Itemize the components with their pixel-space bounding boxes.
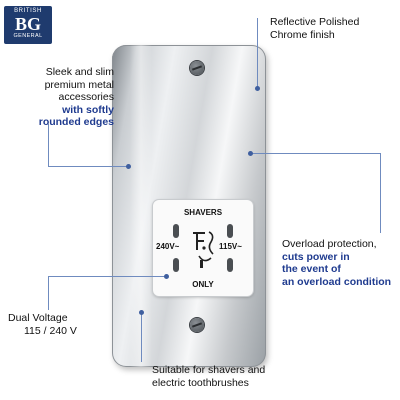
leader-dot bbox=[255, 86, 260, 91]
leader-line bbox=[48, 124, 49, 166]
socket-slot bbox=[173, 258, 179, 272]
socket-top-label: SHAVERS bbox=[183, 208, 223, 217]
logo-mark: BG bbox=[14, 14, 41, 34]
leader-line bbox=[48, 276, 49, 310]
plate-sheen bbox=[130, 45, 152, 367]
leader-line bbox=[380, 153, 381, 233]
socket-slot bbox=[227, 224, 233, 238]
socket-bottom-label: ONLY bbox=[192, 280, 214, 289]
leader-line bbox=[250, 153, 380, 154]
leader-line bbox=[257, 18, 258, 88]
socket-left-voltage: 240V~ bbox=[156, 242, 180, 251]
leader-dot bbox=[164, 274, 169, 279]
leader-line bbox=[48, 276, 166, 277]
callout-finish: Reflective Polished Chrome finish bbox=[270, 16, 360, 41]
shaver-socket: SHAVERS ONLY 240V~ 115V~ bbox=[153, 200, 253, 296]
callout-suitable: Suitable for shavers and electric toothb… bbox=[152, 364, 266, 389]
logo-top-text: BRITISH bbox=[14, 8, 42, 14]
callout-voltage: Dual Voltage 115 / 240 V bbox=[8, 312, 77, 337]
top-screw-icon bbox=[190, 61, 204, 75]
leader-dot bbox=[126, 164, 131, 169]
leader-line bbox=[48, 166, 128, 167]
socket-right-voltage: 115V~ bbox=[219, 242, 242, 251]
logo-bottom-text: GENERAL bbox=[13, 33, 43, 39]
socket-slot bbox=[173, 224, 179, 238]
socket-slot bbox=[227, 258, 233, 272]
leader-line bbox=[141, 312, 142, 362]
callout-edges: Sleek and slim premium metal accessories… bbox=[38, 66, 114, 128]
callout-overload: Overload protection, cuts power in the e… bbox=[282, 238, 392, 288]
bottom-screw-icon bbox=[190, 318, 204, 332]
bg-logo: BRITISH BG GENERAL bbox=[4, 6, 52, 44]
shaver-symbol-icon bbox=[193, 231, 214, 268]
leader-dot bbox=[139, 310, 144, 315]
leader-dot bbox=[248, 151, 253, 156]
